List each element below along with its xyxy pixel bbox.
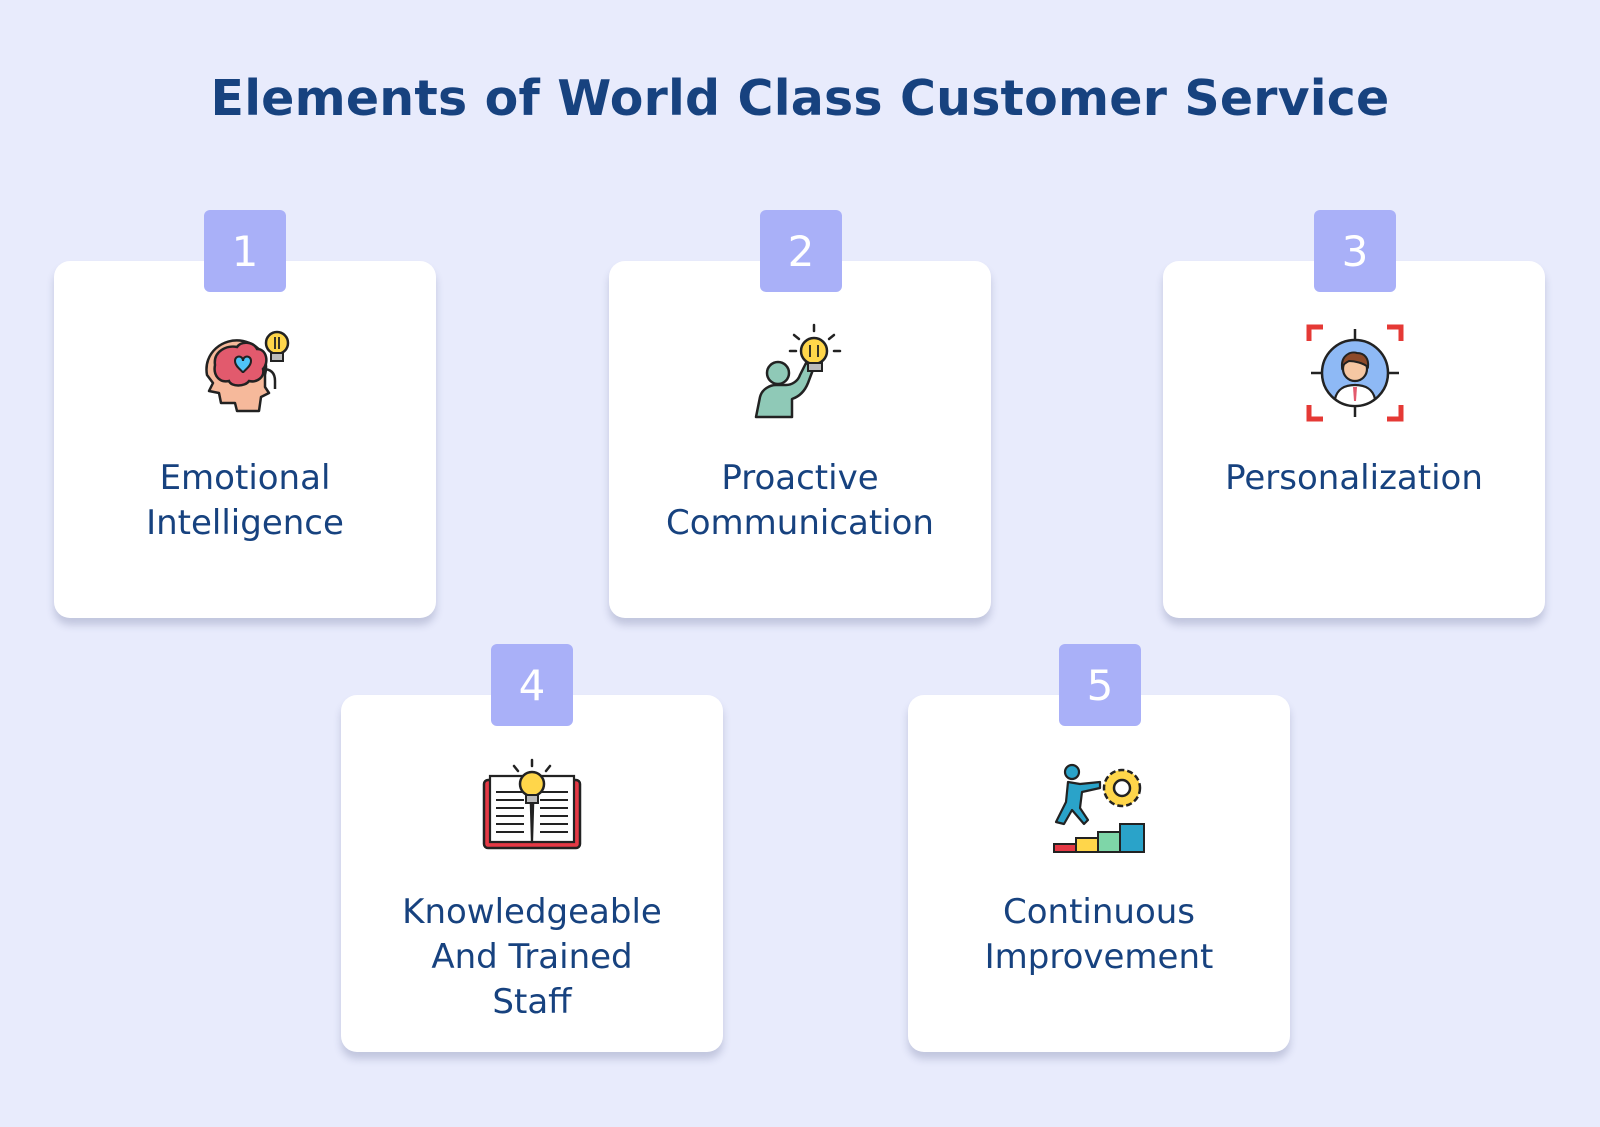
number-badge: 4 (491, 644, 573, 726)
card-label: Continuous Improvement (984, 892, 1214, 977)
card-label: Personalization (1225, 458, 1483, 498)
page-title: Elements of World Class Customer Service (210, 70, 1390, 127)
card-label: Proactive Communication (666, 458, 934, 543)
card-proactive-communication (609, 261, 991, 618)
target-person-icon (1305, 323, 1405, 423)
card-continuous-improvement (908, 695, 1290, 1052)
card-emotional-intelligence (54, 261, 436, 618)
number-badge: 1 (204, 210, 286, 292)
card-label: Knowledgeable And Trained Staff (402, 892, 662, 1022)
card-personalization (1163, 261, 1545, 618)
number-badge: 2 (760, 210, 842, 292)
steps-gear-icon (1050, 758, 1150, 858)
person-lightbulb-icon (750, 323, 850, 423)
book-lightbulb-icon (482, 758, 582, 858)
number-badge: 5 (1059, 644, 1141, 726)
card-knowledgeable-staff (341, 695, 723, 1052)
brain-lightbulb-icon (195, 323, 295, 423)
number-badge: 3 (1314, 210, 1396, 292)
card-label: Emotional Intelligence (146, 458, 344, 543)
